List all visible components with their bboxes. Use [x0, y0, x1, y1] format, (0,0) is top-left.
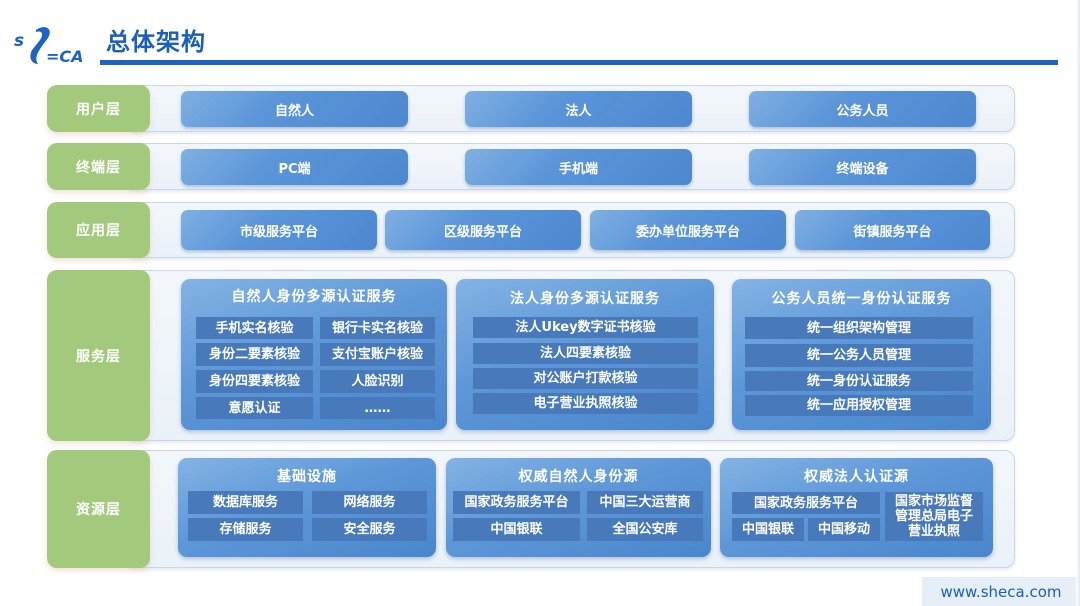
- svg-text:s: s: [14, 31, 24, 51]
- resource-cell[interactable]: 网络服务: [312, 491, 427, 514]
- service-cell[interactable]: 手机实名核验: [196, 317, 313, 339]
- resource-cell[interactable]: 全国公安库: [587, 518, 703, 541]
- service-cell[interactable]: 身份二要素核验: [196, 343, 313, 366]
- service-cell[interactable]: 统一公务人员管理: [745, 344, 973, 367]
- title-underline: [100, 60, 1058, 65]
- card-title: 法人身份多源认证服务: [510, 291, 660, 307]
- service-cell[interactable]: 身份四要素核验: [196, 370, 313, 393]
- legal-person-source-card: 权威法人认证源 国家政务服务平台 中国银联 中国移动 国家市场监督管理总局电子营…: [720, 458, 993, 557]
- service-cell[interactable]: 统一应用授权管理: [745, 395, 973, 416]
- legal-person-auth-card: 法人身份多源认证服务 法人Ukey数字证书核验 法人四要素核验 对公账户打款核验…: [456, 279, 714, 430]
- app-city-platform[interactable]: 市级服务平台: [181, 210, 377, 250]
- app-agency-platform[interactable]: 委办单位服务平台: [590, 210, 786, 250]
- layer-label-service: 服务层: [47, 270, 150, 441]
- service-cell[interactable]: 支付宝账户核验: [320, 343, 435, 366]
- sheca-logo: s =CA: [14, 22, 94, 68]
- card-title: 公务人员统一身份认证服务: [771, 291, 952, 307]
- app-street-platform[interactable]: 街镇服务平台: [795, 210, 990, 250]
- resource-cell[interactable]: 中国银联: [732, 518, 804, 541]
- service-cell[interactable]: 电子营业执照核验: [473, 393, 698, 414]
- application-layer-row: 应用层 市级服务平台 区级服务平台 委办单位服务平台 街镇服务平台: [47, 202, 1015, 258]
- terminal-layer-row: 终端层 PC端 手机端 终端设备: [47, 143, 1015, 190]
- resource-cell-market-supervision[interactable]: 国家市场监督管理总局电子营业执照: [885, 492, 983, 541]
- user-civil-servant[interactable]: 公务人员: [749, 91, 976, 127]
- card-title: 权威法人认证源: [804, 469, 909, 485]
- layer-label-application: 应用层: [47, 202, 150, 258]
- resource-cell[interactable]: 存储服务: [188, 518, 303, 541]
- terminal-mobile[interactable]: 手机端: [465, 149, 692, 185]
- card-title: 自然人身份多源认证服务: [231, 289, 397, 305]
- page-title: 总体架构: [106, 28, 206, 56]
- website-url[interactable]: www.sheca.com: [922, 577, 1080, 606]
- infrastructure-card: 基础设施 数据库服务 网络服务 存储服务 安全服务: [178, 458, 436, 557]
- natural-person-source-card: 权威自然人身份源 国家政务服务平台 中国三大运营商 中国银联 全国公安库: [446, 458, 711, 557]
- layer-label-terminal: 终端层: [47, 143, 150, 190]
- service-cell[interactable]: 法人四要素核验: [473, 343, 698, 364]
- app-district-platform[interactable]: 区级服务平台: [385, 210, 581, 250]
- page-edge-shadow: [1076, 0, 1080, 606]
- resource-cell[interactable]: 数据库服务: [188, 491, 303, 514]
- service-cell[interactable]: 银行卡实名核验: [320, 317, 435, 339]
- civil-servant-auth-card: 公务人员统一身份认证服务 统一组织架构管理 统一公务人员管理 统一身份认证服务 …: [732, 279, 991, 430]
- service-cell[interactable]: 人脸识别: [320, 370, 435, 393]
- layer-label-resource: 资源层: [47, 450, 150, 568]
- natural-person-auth-card: 自然人身份多源认证服务 手机实名核验 银行卡实名核验 身份二要素核验 支付宝账户…: [181, 279, 447, 430]
- user-natural-person[interactable]: 自然人: [181, 91, 408, 127]
- svg-text:=CA: =CA: [46, 47, 84, 66]
- terminal-pc[interactable]: PC端: [181, 149, 408, 185]
- resource-cell[interactable]: 中国银联: [453, 518, 580, 541]
- service-layer-row: 服务层 自然人身份多源认证服务 手机实名核验 银行卡实名核验 身份二要素核验 支…: [47, 270, 1015, 441]
- card-title: 权威自然人身份源: [518, 469, 639, 485]
- resource-cell[interactable]: 中国移动: [808, 518, 880, 541]
- user-legal-person[interactable]: 法人: [465, 91, 692, 127]
- layer-label-user: 用户层: [47, 85, 150, 132]
- service-cell[interactable]: 对公账户打款核验: [473, 368, 698, 389]
- resource-cell[interactable]: 国家政务服务平台: [453, 491, 580, 514]
- resource-layer-row: 资源层 基础设施 数据库服务 网络服务 存储服务 安全服务 权威自然人身份源 国…: [47, 450, 1015, 568]
- service-cell[interactable]: 统一组织架构管理: [745, 317, 973, 339]
- terminal-device[interactable]: 终端设备: [749, 149, 976, 185]
- service-cell[interactable]: 意愿认证: [196, 397, 313, 419]
- user-layer-row: 用户层 自然人 法人 公务人员: [47, 85, 1015, 132]
- service-cell-more[interactable]: ……: [320, 397, 435, 419]
- resource-cell[interactable]: 中国三大运营商: [587, 491, 703, 514]
- service-cell[interactable]: 统一身份认证服务: [745, 371, 973, 391]
- service-cell[interactable]: 法人Ukey数字证书核验: [473, 317, 698, 338]
- resource-cell[interactable]: 安全服务: [312, 518, 427, 541]
- resource-cell[interactable]: 国家政务服务平台: [732, 492, 880, 514]
- card-title: 基础设施: [277, 469, 337, 485]
